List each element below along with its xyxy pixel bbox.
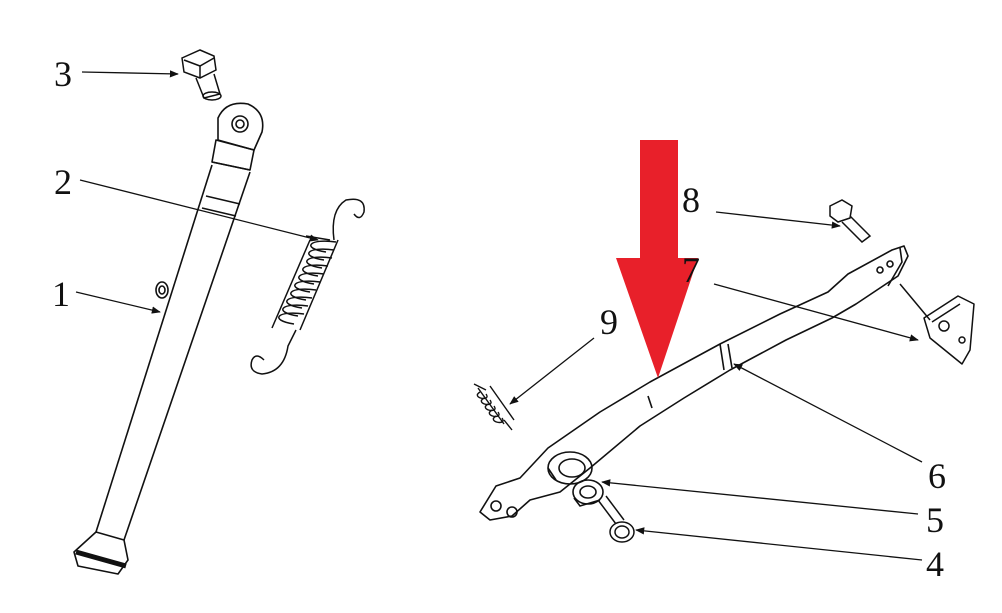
callout-1: 1 (52, 274, 70, 314)
washer (572, 479, 604, 507)
callout-3: 3 (54, 54, 72, 94)
side-stand-leg (73, 102, 264, 575)
pedal-bolt (829, 199, 872, 243)
brake-pedal-arm (479, 245, 909, 521)
callout-7: 7 (682, 250, 700, 290)
callout-2: 2 (54, 162, 72, 202)
callout-9: 9 (600, 302, 618, 342)
callout-4: 4 (926, 544, 944, 584)
highlight-arrow-down (616, 140, 698, 378)
return-spring (473, 383, 515, 431)
callout-5: 5 (926, 500, 944, 540)
shoulder-bolt (597, 495, 635, 543)
pedal-pad (899, 283, 975, 365)
pivot-bolt (181, 49, 222, 101)
stand-spring (250, 198, 365, 375)
callout-8: 8 (682, 180, 700, 220)
leader-lines (75, 70, 923, 561)
callout-6: 6 (928, 456, 946, 496)
